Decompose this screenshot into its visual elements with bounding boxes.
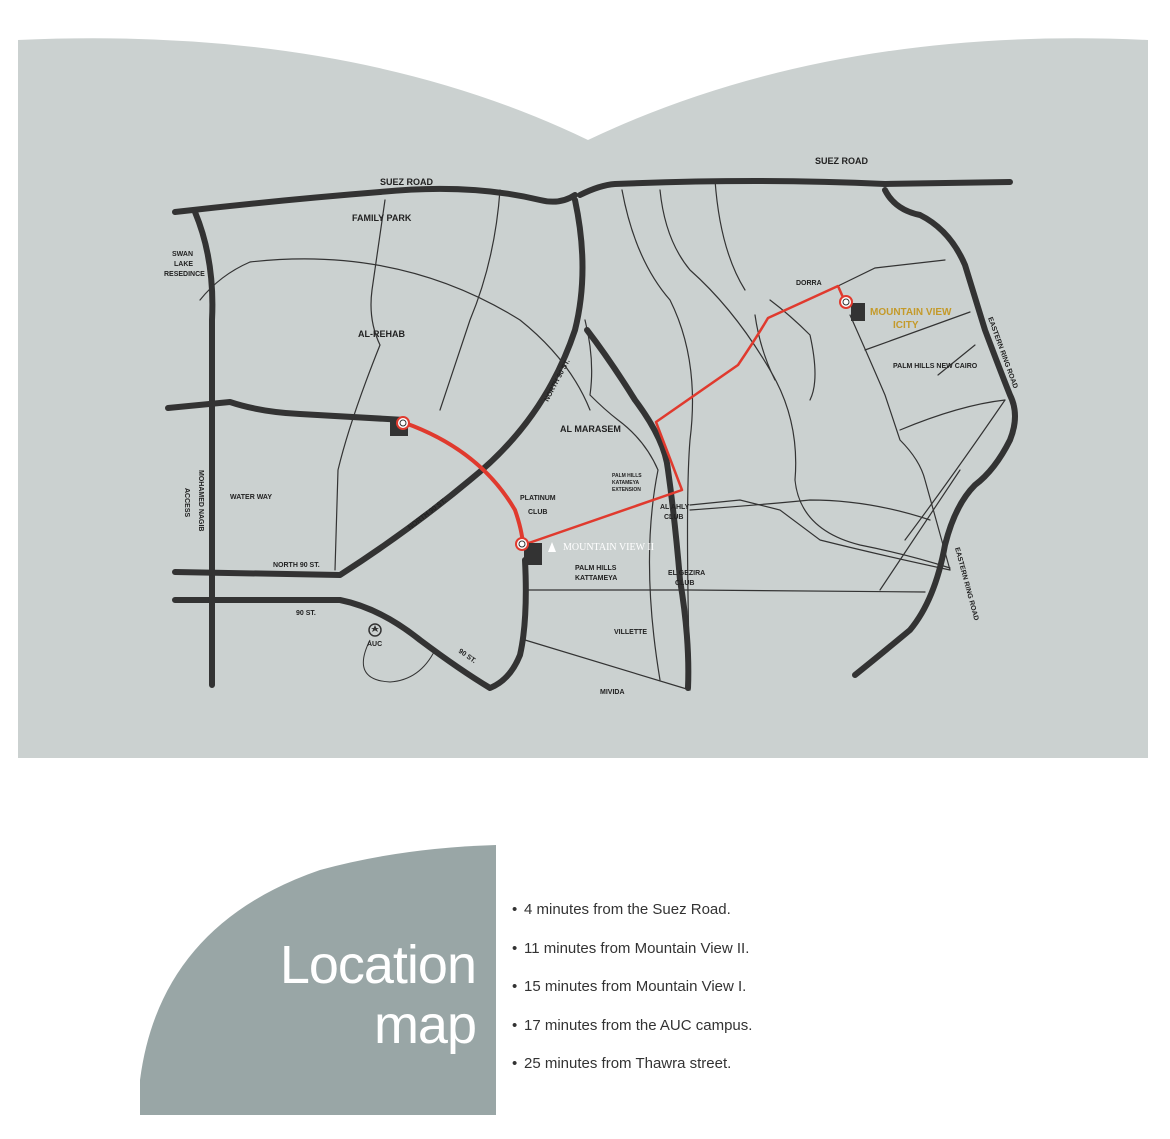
- list-item: • 17 minutes from the AUC campus.: [512, 1012, 932, 1051]
- label-phk-2: KATTAMEYA: [575, 575, 617, 582]
- list-item: • 11 minutes from Mountain View II.: [512, 935, 932, 974]
- title-line-1: Location: [279, 935, 477, 995]
- label-phk-ext-2: KATAMEYA: [612, 480, 640, 486]
- label-villette: VILLETTE: [614, 629, 647, 636]
- label-phk-1: PALM HILLS: [575, 565, 617, 572]
- label-palm-hills-new-cairo: PALM HILLS NEW CAIRO: [893, 363, 978, 370]
- label-family-park: FAMILY PARK: [352, 213, 412, 223]
- route-to-icity: [522, 284, 847, 547]
- label-dorra: DORRA: [796, 280, 822, 287]
- minor-roads: [199, 179, 1006, 691]
- bullet-dot: •: [512, 901, 518, 918]
- location-map: SUEZ ROAD SUEZ ROAD FAMILY PARK SWAN LAK…: [18, 38, 1148, 759]
- route-north-90: [403, 421, 525, 547]
- label-gezira-2: CLUB: [675, 580, 694, 587]
- label-mv-icity-1: MOUNTAIN VIEW: [870, 307, 952, 318]
- building-icon: [548, 542, 556, 552]
- auc-icon: [362, 623, 436, 683]
- label-north-90-west: NORTH 90 ST.: [273, 562, 320, 569]
- label-platinum-2: CLUB: [528, 509, 547, 516]
- label-mv-icity-2: ICITY: [893, 320, 919, 331]
- label-al-rehab: AL-REHAB: [358, 329, 405, 339]
- list-item-text: 25 minutes from Thawra street.: [524, 1055, 732, 1072]
- list-item-text: 11 minutes from Mountain View II.: [524, 939, 750, 957]
- label-mohamed-nagib-2: ACCESS: [183, 488, 190, 518]
- list-item-text: 17 minutes from the AUC campus.: [524, 1016, 753, 1034]
- distance-list: • 4 minutes from the Suez Road. • 11 minut…: [512, 896, 932, 1089]
- bullet-dot: •: [512, 1055, 518, 1072]
- label-auc: AUC: [367, 641, 382, 648]
- label-swan-2: LAKE: [174, 261, 193, 268]
- bullet-dot: •: [512, 939, 518, 957]
- bullet-dot: •: [512, 978, 518, 995]
- label-mohamed-nagib-1: MOHAMED NAGIB: [197, 470, 204, 531]
- label-suez-road-west: SUEZ ROAD: [380, 177, 434, 187]
- major-roads: [165, 178, 1018, 691]
- label-suez-road-east: SUEZ ROAD: [815, 156, 869, 166]
- marker-mv2-square: [524, 543, 542, 565]
- label-phk-ext-3: EXTENSION: [612, 487, 641, 493]
- label-al-marasem: AL MARASEM: [560, 424, 621, 434]
- page-title: Location map: [200, 935, 477, 1055]
- marker-icity-square: [851, 303, 865, 321]
- list-item: • 15 minutes from Mountain View I.: [512, 973, 932, 1012]
- label-platinum-1: PLATINUM: [520, 495, 556, 502]
- label-gezira-1: EL GEZIRA: [668, 570, 705, 577]
- title-line-2: map: [373, 995, 477, 1055]
- route-lines: [403, 284, 847, 547]
- project-markers: [362, 295, 865, 683]
- bullet-dot: •: [512, 1016, 518, 1034]
- label-swan-1: SWAN: [172, 251, 193, 258]
- label-al-ahly-1: AL AHLY: [660, 504, 690, 511]
- label-mivida: MIVIDA: [600, 689, 625, 696]
- title-panel: [140, 845, 496, 1115]
- list-item: • 25 minutes from Thawra street.: [512, 1050, 932, 1089]
- list-item-text: 15 minutes from Mountain View I.: [524, 978, 747, 995]
- list-item-text: 4 minutes from the Suez Road.: [524, 901, 731, 918]
- label-90-st: 90 ST.: [296, 610, 316, 617]
- label-mountain-view-ii: MOUNTAIN VIEW II: [563, 542, 654, 553]
- list-item: • 4 minutes from the Suez Road.: [512, 896, 932, 935]
- label-swan-3: RESEDINCE: [164, 271, 205, 278]
- label-water-way: WATER WAY: [230, 494, 272, 501]
- map-background: [18, 38, 1148, 759]
- label-al-ahly-2: CLUB: [664, 514, 683, 521]
- label-phk-ext-1: PALM HILLS: [612, 473, 642, 479]
